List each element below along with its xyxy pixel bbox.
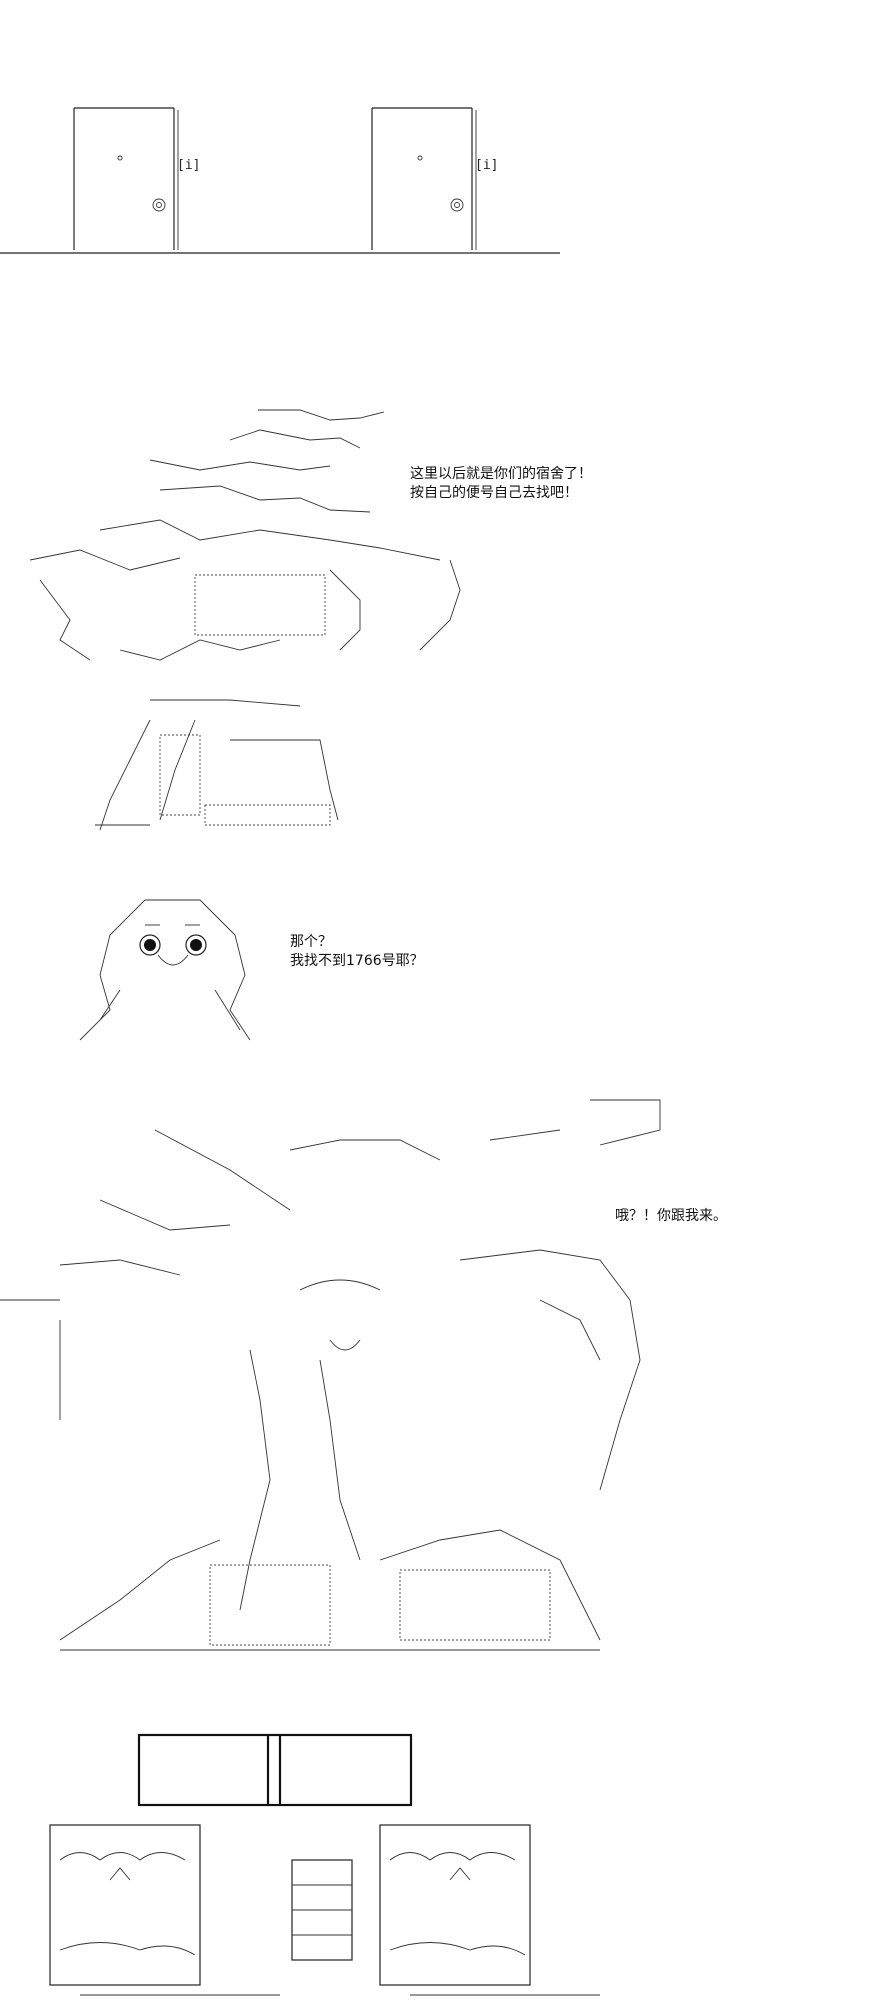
dialogue-line: 我找不到1766号耶？ — [290, 953, 424, 969]
character-large-art — [0, 1099, 661, 1651]
dialogue-line: 这里以后就是你们的宿舍了！ — [410, 466, 592, 482]
door-peephole-icon — [117, 155, 123, 161]
beds-scene — [49, 1733, 600, 1996]
door-plate-right: [i] — [475, 158, 499, 173]
door-peephole-icon — [417, 155, 423, 161]
dialogue-line: 那个？ — [290, 934, 332, 950]
door-plate-left: [i] — [177, 158, 201, 173]
character-guide-art — [29, 409, 461, 831]
door-knob-icon — [152, 198, 166, 212]
door-knob-icon — [450, 198, 464, 212]
door-left — [73, 107, 179, 250]
character-round-art — [79, 899, 251, 1041]
dialogue-line: 按自己的便号自己去找吧！ — [410, 485, 578, 501]
door-right — [371, 107, 477, 250]
dialogue-line: 哦？！你跟我来。 — [615, 1208, 727, 1224]
